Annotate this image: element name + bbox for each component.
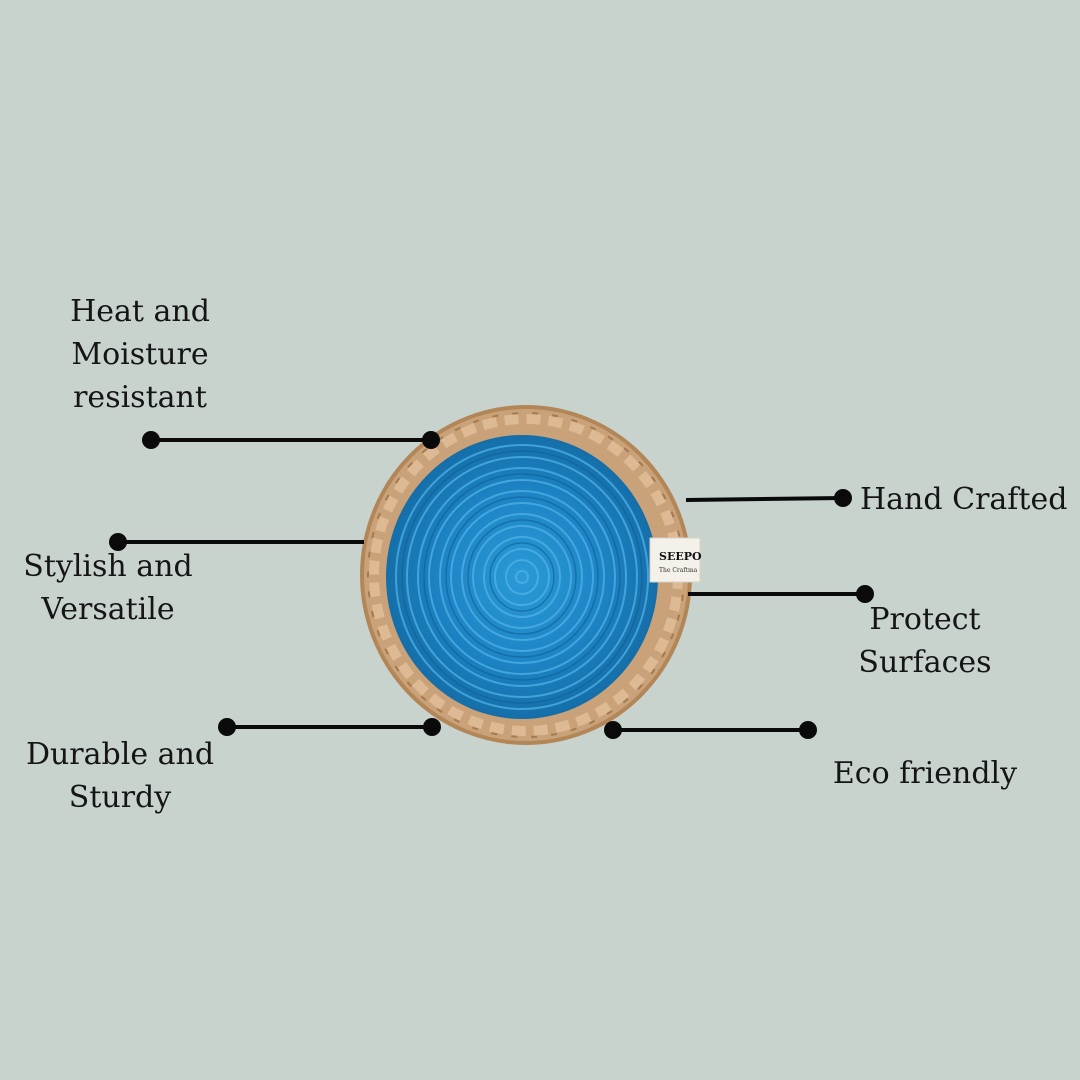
feature-heat-moisture: Heat and Moisture resistant bbox=[70, 294, 210, 415]
feature-hand-crafted: Hand Crafted bbox=[860, 482, 1068, 517]
blue-spiral-coaster bbox=[386, 435, 658, 719]
feature-stylish: Stylish and Versatile bbox=[23, 549, 193, 627]
callout-hand-crafted bbox=[685, 489, 852, 507]
callout-durable bbox=[218, 718, 441, 736]
brand-tag-sub: The Craftma bbox=[659, 567, 698, 574]
feature-eco-friendly: Eco friendly bbox=[832, 756, 1018, 791]
brand-tag-name: SEEPO bbox=[659, 550, 702, 563]
callout-eco bbox=[604, 721, 817, 739]
callout-protect bbox=[688, 585, 874, 603]
callout-heat-moisture bbox=[142, 431, 440, 449]
feature-durable: Durable and Sturdy bbox=[25, 737, 215, 815]
feature-protect-surfaces: Protect Surfaces bbox=[858, 602, 992, 680]
callout-stylish bbox=[109, 533, 364, 551]
brand-tag: SEEPO The Craftma bbox=[649, 537, 702, 583]
